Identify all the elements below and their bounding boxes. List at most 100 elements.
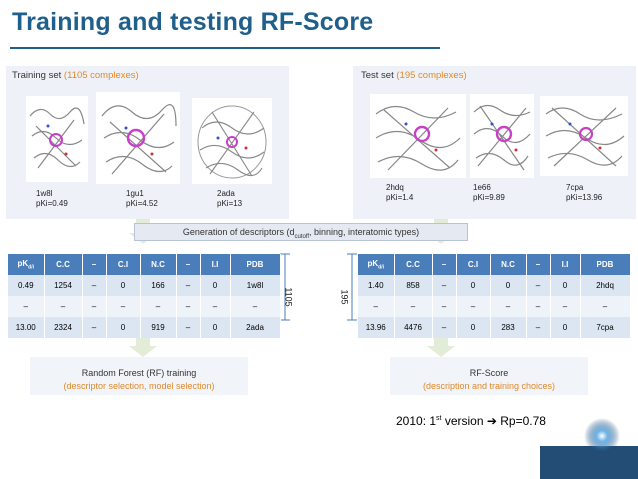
structure-affinity: pKi=1.4 <box>386 193 414 202</box>
test-row-count: 195 <box>339 289 350 305</box>
table-cell: – <box>176 317 201 338</box>
table-cell: 13.00 <box>8 317 45 338</box>
table-cell: – <box>82 275 107 296</box>
table-header-row: pKd/i C.C – C.I N.C – I.I PDB <box>358 254 631 275</box>
column-header: – <box>432 254 457 275</box>
table-cell: 4476 <box>394 317 433 338</box>
table-row: 13.96 4476 – 0 283 – 0 7cpa <box>358 317 631 338</box>
table-row: – – – – – – – – <box>8 296 281 317</box>
test-set-label: Test set <box>361 70 394 81</box>
test-descriptor-table: pKd/i C.C – C.I N.C – I.I PDB 1.40 858 –… <box>358 254 631 338</box>
protein-structure-7cpa-image <box>540 96 628 176</box>
rf-training-box: Random Forest (RF) training (descriptor … <box>30 357 248 395</box>
table-cell: 0 <box>550 275 581 296</box>
column-header-pk: pKd/i <box>358 254 395 275</box>
descriptor-prefix: Generation of descriptors (d <box>182 227 295 237</box>
table-row: 0.49 1254 – 0 166 – 0 1w8l <box>8 275 281 296</box>
structure-id: 1w8l <box>36 189 53 198</box>
structure-id: 1e66 <box>473 183 491 192</box>
title-underline <box>10 47 440 49</box>
table-cell: – <box>176 275 201 296</box>
table-cell: 0 <box>456 317 491 338</box>
table-cell: 858 <box>394 275 433 296</box>
column-header: C.I <box>106 254 141 275</box>
table-cell: – <box>106 296 141 317</box>
column-header: I.I <box>550 254 581 275</box>
table-cell: – <box>432 296 457 317</box>
column-header: N.C <box>490 254 527 275</box>
decorative-glow-graphic <box>540 418 638 479</box>
test-caption-3: 7cpa pKi=13.96 <box>566 183 602 203</box>
table-cell: 13.96 <box>358 317 395 338</box>
protein-structure-1e66-image <box>470 94 534 178</box>
column-header: – <box>82 254 107 275</box>
rf-score-detail: (description and training choices) <box>422 381 556 391</box>
table-cell: 2324 <box>44 317 83 338</box>
test-set-count: (195 complexes) <box>396 70 467 81</box>
table-cell: – <box>230 296 281 317</box>
column-header: – <box>526 254 551 275</box>
table-cell: 1w8l <box>230 275 281 296</box>
column-header: I.I <box>200 254 231 275</box>
table-row: 1.40 858 – 0 0 – 0 2hdq <box>358 275 631 296</box>
version-prefix: 2010: 1 <box>396 414 437 428</box>
table-cell: – <box>44 296 83 317</box>
table-cell: 283 <box>490 317 527 338</box>
table-cell: 2ada <box>230 317 281 338</box>
table-cell: – <box>432 275 457 296</box>
table-row: – – – – – – – – <box>358 296 631 317</box>
column-header: – <box>176 254 201 275</box>
table-cell: – <box>526 317 551 338</box>
protein-structure-1gu1-image <box>96 92 180 184</box>
training-set-count: (1105 complexes) <box>63 70 139 81</box>
protein-structure-2ada-image <box>192 98 272 184</box>
table-cell: 0 <box>106 275 141 296</box>
test-set-title: Test set (195 complexes) <box>361 70 467 81</box>
column-header: C.I <box>456 254 491 275</box>
column-header: PDB <box>230 254 281 275</box>
version-sup: st <box>436 415 442 422</box>
training-set-title: Training set (1105 complexes) <box>12 70 139 81</box>
structure-affinity: pKi=9.89 <box>473 193 505 202</box>
descriptor-subscript: cutoff <box>294 233 310 240</box>
table-cell: – <box>580 296 631 317</box>
structure-id: 1gu1 <box>126 189 144 198</box>
table-cell: 0.49 <box>8 275 45 296</box>
table-cell: – <box>456 296 491 317</box>
version-note: 2010: 1st version ➔ Rp=0.78 <box>396 414 546 428</box>
structure-id: 7cpa <box>566 183 584 192</box>
training-caption-1: 1w8l pKi=0.49 <box>36 189 68 209</box>
table-cell: – <box>358 296 395 317</box>
rf-score-title: RF-Score <box>469 368 509 378</box>
test-caption-1: 2hdq pKi=1.4 <box>386 183 413 203</box>
column-header: N.C <box>140 254 177 275</box>
table-cell: – <box>82 296 107 317</box>
table-cell: – <box>176 296 201 317</box>
table-cell: 0 <box>490 275 527 296</box>
descriptor-suffix: , binning, interatomic types) <box>309 227 420 237</box>
structure-affinity: pKi=4.52 <box>126 199 158 208</box>
column-header: C.C <box>44 254 83 275</box>
test-caption-2: 1e66 pKi=9.89 <box>473 183 505 203</box>
table-header-row: pKd/i C.C – C.I N.C – I.I PDB <box>8 254 281 275</box>
descriptor-generation-box: Generation of descriptors (dcutoff, binn… <box>134 223 468 241</box>
table-cell: 0 <box>200 317 231 338</box>
table-cell: 7cpa <box>580 317 631 338</box>
column-header-pk: pKd/i <box>8 254 45 275</box>
training-set-label: Training set <box>12 70 62 81</box>
rf-training-title: Random Forest (RF) training <box>81 368 197 378</box>
table-cell: – <box>432 317 457 338</box>
training-caption-3: 2ada pKi=13 <box>217 189 242 209</box>
column-header: PDB <box>580 254 631 275</box>
training-caption-2: 1gu1 pKi=4.52 <box>126 189 158 209</box>
training-descriptor-table: pKd/i C.C – C.I N.C – I.I PDB 0.49 1254 … <box>8 254 281 338</box>
table-row: 13.00 2324 – 0 919 – 0 2ada <box>8 317 281 338</box>
table-cell: – <box>550 296 581 317</box>
version-suffix: version ➔ Rp=0.78 <box>441 414 546 428</box>
structure-affinity: pKi=13 <box>217 199 243 208</box>
table-cell: – <box>200 296 231 317</box>
structure-id: 2ada <box>217 189 235 198</box>
table-cell: 1.40 <box>358 275 395 296</box>
table-cell: – <box>82 317 107 338</box>
table-cell: 2hdq <box>580 275 631 296</box>
